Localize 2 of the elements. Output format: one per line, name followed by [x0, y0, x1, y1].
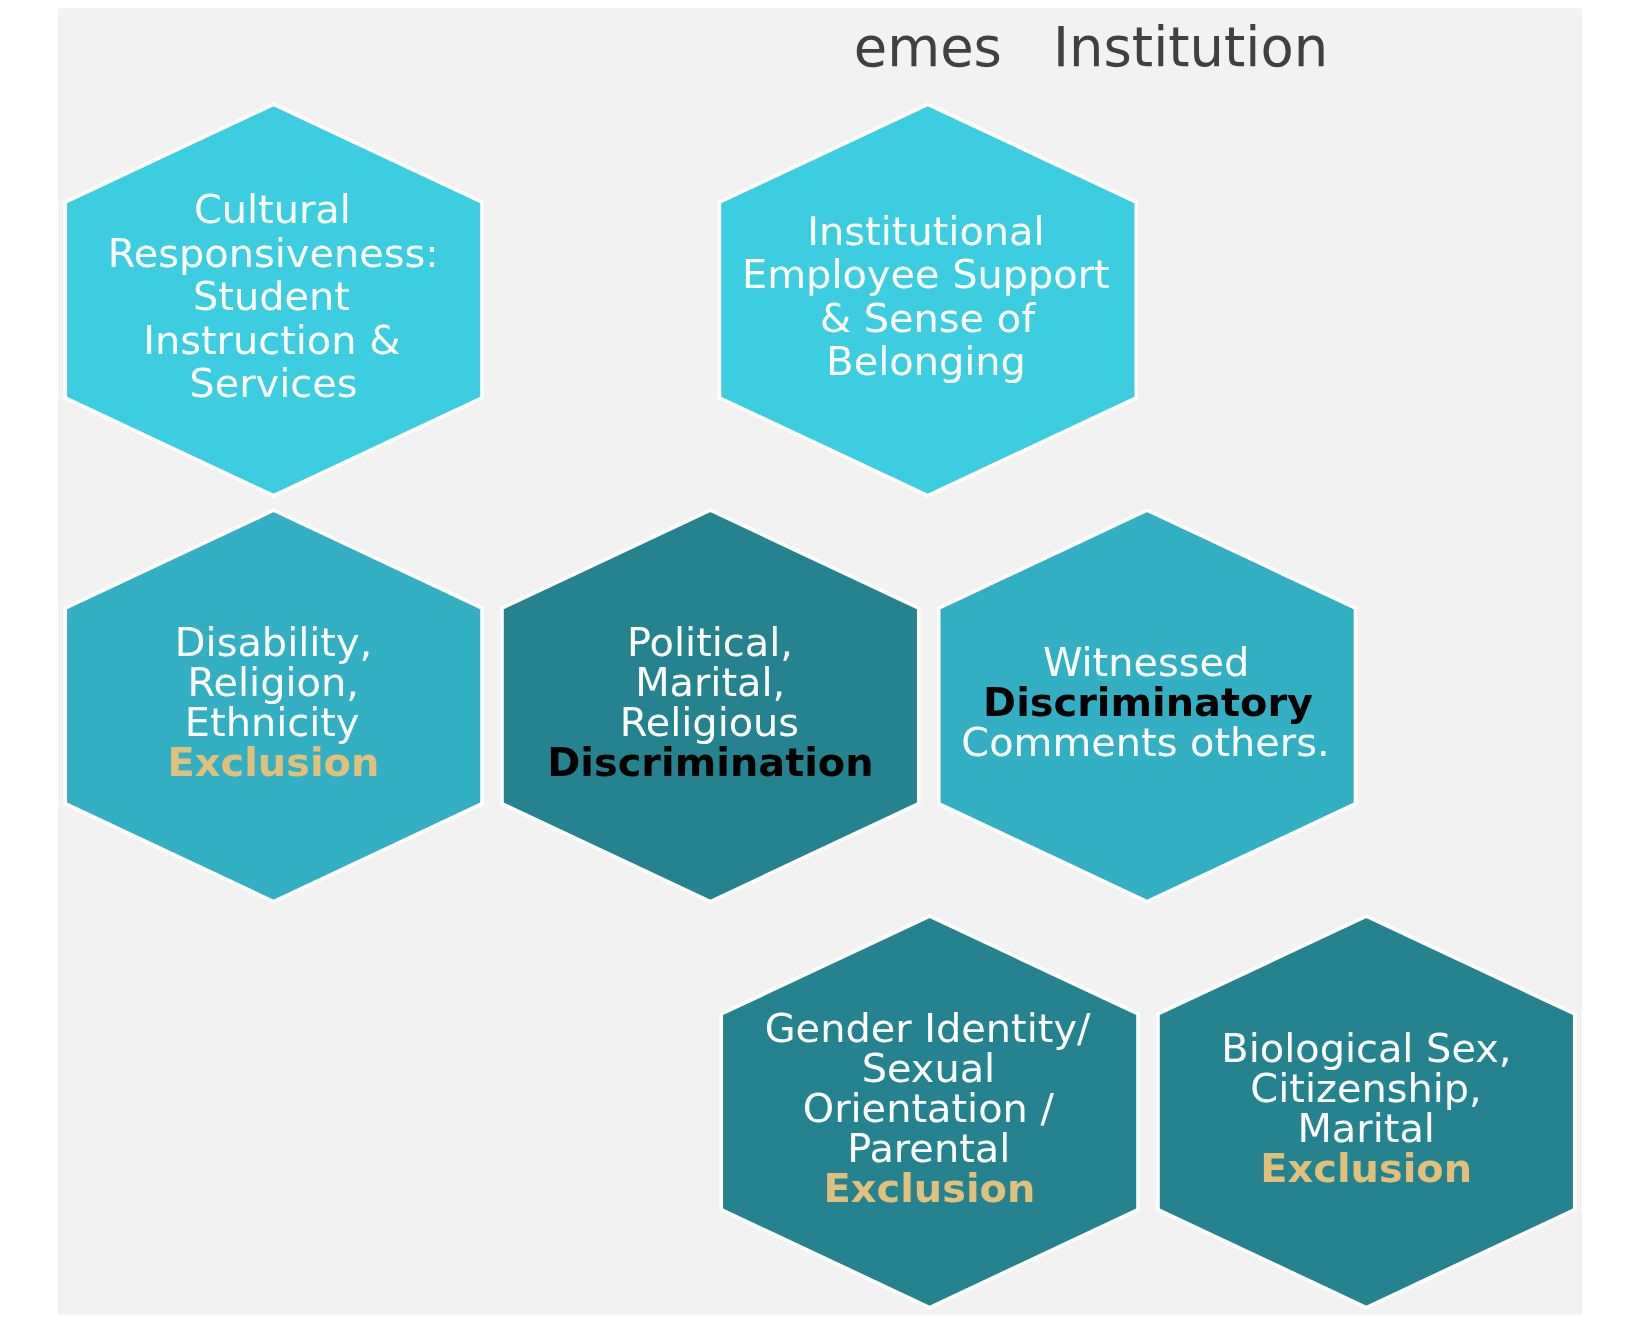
label: emes — [853, 16, 1002, 80]
label: Institution — [1053, 16, 1329, 80]
